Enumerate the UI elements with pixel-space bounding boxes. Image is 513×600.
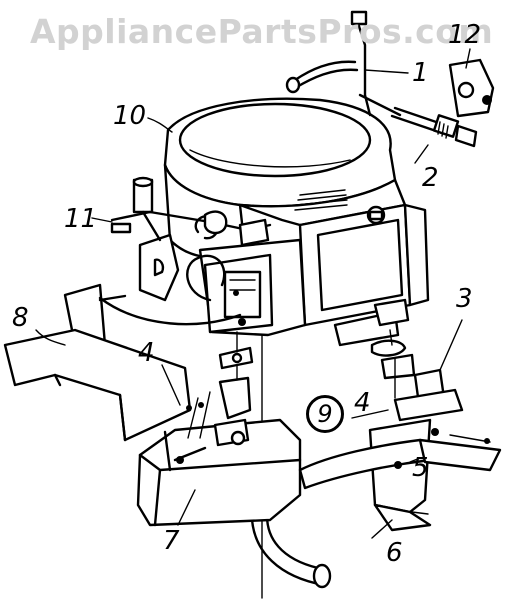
callout-1: 1 <box>412 58 429 88</box>
callout-12: 12 <box>448 20 482 50</box>
callout-4-right: 4 <box>354 388 371 418</box>
engine-assembly <box>132 97 430 347</box>
callout-11: 11 <box>64 204 98 234</box>
callout-2: 2 <box>422 163 439 193</box>
tail-pipe <box>250 503 332 589</box>
callout-6: 6 <box>386 538 403 568</box>
callout-5: 5 <box>412 453 429 483</box>
right-frame-bracket <box>298 368 502 532</box>
throttle-linkage <box>110 210 272 247</box>
left-frame-bracket <box>3 283 242 442</box>
fuel-tank <box>136 418 302 527</box>
bracket-part <box>448 58 495 118</box>
exhaust-pipe <box>390 106 478 148</box>
leader-lines <box>35 48 471 539</box>
callout-10: 10 <box>113 101 147 131</box>
watermark-logo: AppliancePartsPros.com <box>30 12 494 51</box>
callout-7: 7 <box>163 526 180 556</box>
callout-8: 8 <box>12 303 29 333</box>
callout-4-left: 4 <box>138 338 155 368</box>
mounting-hardware <box>186 329 416 439</box>
callout-3: 3 <box>456 284 473 314</box>
callout-9: 9 <box>306 395 344 433</box>
